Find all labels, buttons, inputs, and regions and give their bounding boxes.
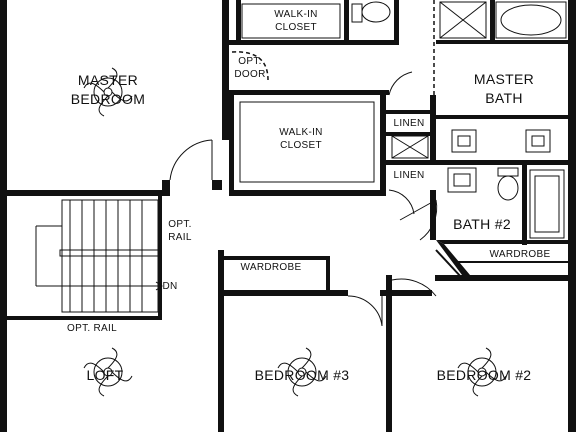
walkin-closet-top-label-line2: CLOSET <box>275 22 317 33</box>
closet-outlines <box>239 3 429 183</box>
wardrobe-bedroom3-label: WARDROBE <box>241 262 302 273</box>
bedroom-2-label: BEDROOM #2 <box>437 367 532 383</box>
opt-door-label-line1: OPT. <box>238 56 261 67</box>
linen-1-label: LINEN <box>394 118 425 129</box>
bath-2-label: BATH #2 <box>453 216 511 232</box>
walkin-closet-top-label-line1: WALK-IN <box>274 9 317 20</box>
ceiling-fan-icon <box>83 67 133 117</box>
master-bath-label-line2: BATH <box>485 90 523 106</box>
opt-door-label-line2: DOOR <box>234 69 265 80</box>
loft-label: LOFT <box>87 367 124 383</box>
ceiling-fan-icon <box>83 347 133 397</box>
wardrobe-bath-label: WARDROBE <box>490 249 551 260</box>
master-bedroom-label-line1: MASTER <box>78 72 138 88</box>
opt-rail-bottom-label: OPT. RAIL <box>67 323 117 334</box>
bedroom-3-label: BEDROOM #3 <box>255 367 350 383</box>
ceiling-fan-icon <box>457 347 507 397</box>
door-swings <box>169 0 438 327</box>
walkin-closet-main-label-line1: WALK-IN <box>279 127 322 138</box>
bath-fixtures <box>351 1 567 239</box>
opt-rail-right-label-line2: RAIL <box>168 232 192 243</box>
stairs-down-label: DN <box>162 281 177 292</box>
master-bedroom-label-line2: BEDROOM <box>71 91 145 107</box>
walkin-closet-main-label-line2: CLOSET <box>280 140 322 151</box>
opt-rail-right-label-line1: OPT. <box>168 219 191 230</box>
linen-2-label: LINEN <box>394 170 425 181</box>
master-bath-label-line1: MASTER <box>474 71 534 87</box>
staircase <box>35 199 163 313</box>
ceiling-fan-icon <box>277 347 327 397</box>
